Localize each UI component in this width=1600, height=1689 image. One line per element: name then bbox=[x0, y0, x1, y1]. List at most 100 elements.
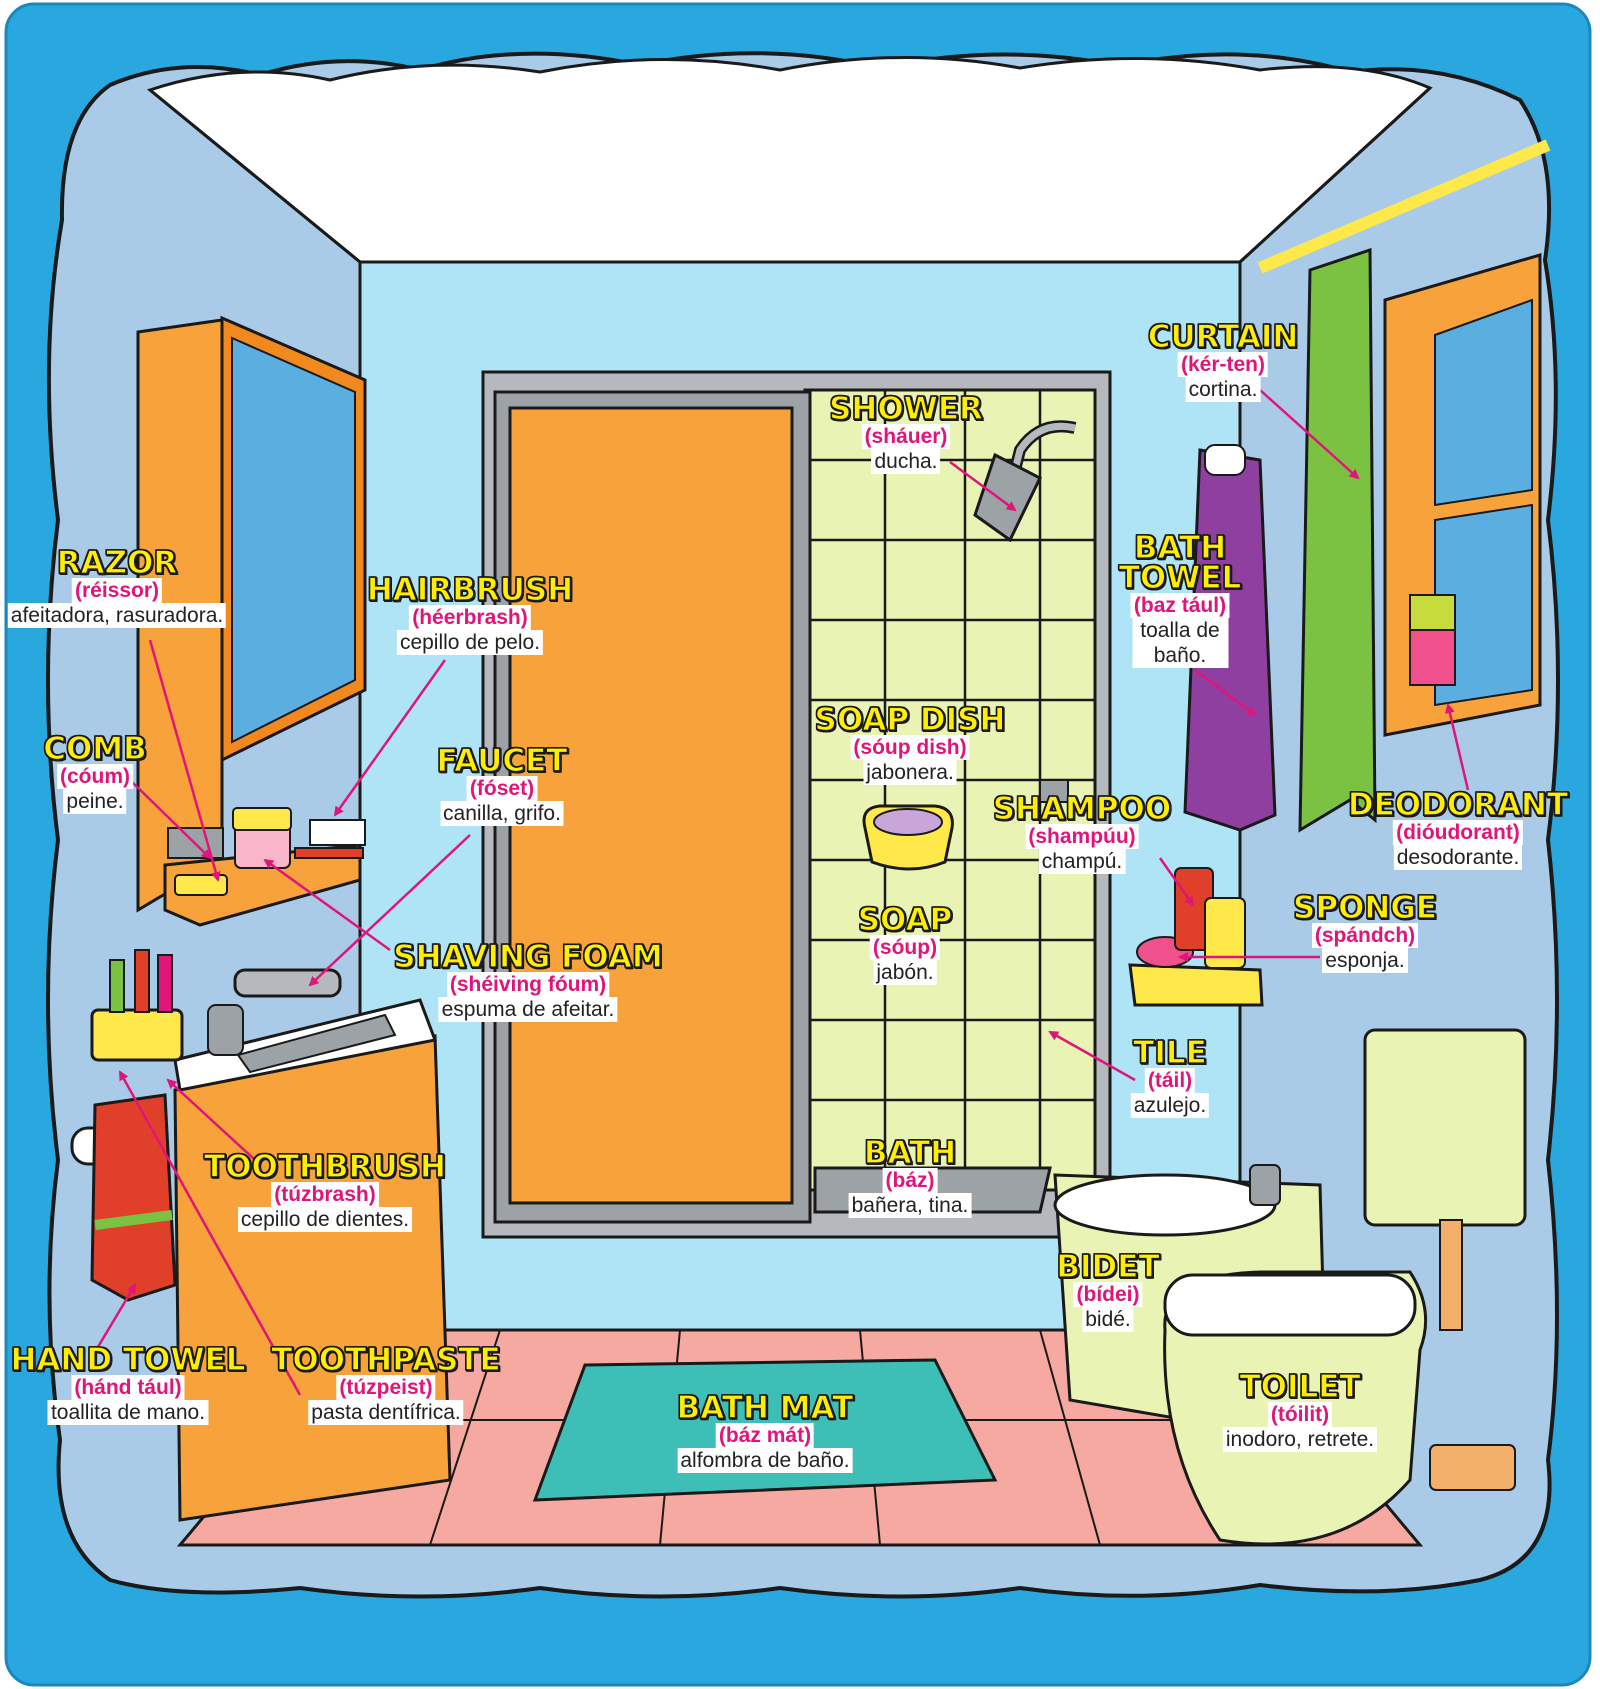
label-curtain: CURTAIN (kér-ten) cortina. bbox=[1147, 321, 1299, 402]
label-soap-spanish: jabón. bbox=[873, 960, 937, 985]
label-razor: RAZOR (réissor) afeitadora, rasuradora. bbox=[7, 545, 227, 628]
toothbrush-holder bbox=[90, 1008, 184, 1062]
arrow-shower bbox=[949, 460, 1017, 512]
label-sponge-spanish: esponja. bbox=[1322, 948, 1408, 973]
label-tile-phonetic: (táil) bbox=[1144, 1068, 1196, 1093]
label-hairbrush-english: HAIRBRUSH bbox=[366, 572, 574, 608]
arrow-faucet bbox=[308, 834, 471, 987]
arrow-hairbrush bbox=[333, 659, 447, 817]
label-tile-spanish: azulejo. bbox=[1130, 1093, 1210, 1118]
label-toothbrush-english: TOOTHBRUSH bbox=[203, 1149, 446, 1185]
sink-basin bbox=[236, 1013, 397, 1074]
label-hand-towel-spanish: toallita de mano. bbox=[47, 1400, 209, 1425]
arrow-shaving-foam bbox=[263, 858, 391, 952]
label-soap: SOAP (sóup) jabón. bbox=[857, 902, 953, 985]
arrow-comb bbox=[129, 779, 212, 860]
label-bath-mat-phonetic: (báz mát) bbox=[715, 1423, 815, 1448]
label-faucet-spanish: canilla, grifo. bbox=[440, 801, 564, 826]
mirror bbox=[231, 336, 356, 744]
label-shampoo-english: SHAMPOO bbox=[992, 791, 1172, 827]
label-bath-towel: BATH TOWEL (baz tául) toalla de baño. bbox=[1093, 532, 1268, 668]
label-deodorant: DEODORANT (dióudorant) desodorante. bbox=[1347, 787, 1569, 870]
label-comb-phonetic: (cóum) bbox=[57, 764, 133, 789]
label-razor-english: RAZOR bbox=[56, 545, 178, 581]
label-deodorant-phonetic: (dióudorant) bbox=[1393, 820, 1523, 845]
label-soap-dish-phonetic: (sóup dish) bbox=[850, 735, 970, 760]
label-toilet-english: TOILET bbox=[1239, 1369, 1361, 1405]
label-hairbrush-spanish: cepillo de pelo. bbox=[396, 630, 544, 655]
label-bath-towel-phonetic: (baz tául) bbox=[1130, 593, 1230, 618]
faucet bbox=[233, 968, 342, 998]
label-shower-english: SHOWER bbox=[828, 391, 983, 427]
label-deodorant-english: DEODORANT bbox=[1347, 787, 1569, 823]
arrow-toothbrush bbox=[166, 1078, 256, 1161]
label-sponge-phonetic: (spándch) bbox=[1311, 923, 1419, 948]
shower-head bbox=[973, 452, 1042, 543]
label-hand-towel-phonetic: (hánd tául) bbox=[71, 1375, 185, 1400]
label-shampoo-spanish: champú. bbox=[1038, 849, 1126, 874]
label-shampoo: SHAMPOO (shampúu) champú. bbox=[992, 791, 1172, 874]
label-bath-mat-spanish: alfombra de baño. bbox=[677, 1448, 853, 1473]
arrow-bath-towel bbox=[1194, 669, 1257, 717]
arrow-curtain bbox=[1259, 389, 1360, 480]
label-sponge-english: SPONGE bbox=[1292, 890, 1437, 926]
label-shower-spanish: ducha. bbox=[871, 449, 941, 474]
label-shaving-foam-phonetic: (shéiving fóum) bbox=[446, 972, 610, 997]
label-comb: COMB (cóum) peine. bbox=[43, 731, 148, 814]
label-bath: BATH (báz) bañera, tina. bbox=[848, 1137, 972, 1218]
ceiling bbox=[146, 56, 1433, 264]
label-faucet: FAUCET (fóset) canilla, grifo. bbox=[436, 743, 568, 826]
label-faucet-phonetic: (fóset) bbox=[466, 776, 538, 801]
label-tile-english: TILE bbox=[1133, 1035, 1208, 1071]
arrow-deodorant bbox=[1444, 703, 1470, 791]
label-bidet-phonetic: (bídei) bbox=[1073, 1282, 1143, 1307]
hand-towel bbox=[90, 1093, 177, 1302]
arrow-hand-towel bbox=[93, 1283, 137, 1353]
label-bath-mat: BATH MAT (báz mát) alfombra de baño. bbox=[676, 1390, 854, 1473]
label-bidet-english: BIDET bbox=[1056, 1249, 1160, 1285]
label-toilet-phonetic: (tóilit) bbox=[1267, 1402, 1333, 1427]
label-soap-english: SOAP bbox=[857, 902, 953, 938]
arrow-toothpaste bbox=[118, 1070, 302, 1396]
soap bbox=[873, 808, 943, 836]
label-toothpaste-phonetic: (túzpeist) bbox=[336, 1375, 436, 1400]
label-tile: TILE (táil) azulejo. bbox=[1130, 1035, 1210, 1118]
label-razor-spanish: afeitadora, rasuradora. bbox=[7, 603, 227, 628]
label-deodorant-spanish: desodorante. bbox=[1393, 845, 1523, 870]
label-bath-phonetic: (báz) bbox=[882, 1168, 938, 1193]
label-hand-towel-english: HAND TOWEL bbox=[10, 1342, 246, 1378]
label-soap-dish: SOAP DISH (sóup dish) jabonera. bbox=[814, 702, 1006, 785]
label-curtain-spanish: cortina. bbox=[1185, 377, 1261, 402]
arrow-shampoo bbox=[1158, 857, 1195, 907]
vanity bbox=[173, 1034, 452, 1522]
label-shower: SHOWER (sháuer) ducha. bbox=[828, 391, 984, 474]
label-shaving-foam-spanish: espuma de afeitar. bbox=[438, 997, 618, 1022]
label-soap-dish-spanish: jabonera. bbox=[863, 760, 957, 785]
shower-curtain bbox=[1298, 247, 1377, 833]
label-soap-dish-english: SOAP DISH bbox=[814, 702, 1006, 738]
label-hairbrush-phonetic: (héerbrash) bbox=[409, 605, 531, 630]
label-hand-towel: HAND TOWEL (hánd tául) toallita de mano. bbox=[10, 1342, 246, 1425]
label-bidet-spanish: bidé. bbox=[1082, 1307, 1134, 1332]
bath-towel bbox=[1183, 448, 1277, 832]
label-bath-mat-english: BATH MAT bbox=[676, 1390, 854, 1426]
label-toothpaste: TOOTHPASTE (túzpeist) pasta dentífrica. bbox=[271, 1342, 502, 1425]
arrow-razor bbox=[148, 639, 221, 882]
label-toothpaste-spanish: pasta dentífrica. bbox=[308, 1400, 464, 1425]
label-sponge: SPONGE (spándch) esponja. bbox=[1292, 890, 1438, 973]
label-comb-english: COMB bbox=[43, 731, 148, 767]
label-toothpaste-english: TOOTHPASTE bbox=[271, 1342, 502, 1378]
label-shaving-foam: SHAVING FOAM (shéiving fóum) espuma de a… bbox=[393, 941, 663, 1022]
label-toothbrush-phonetic: (túzbrash) bbox=[271, 1182, 379, 1207]
label-shower-phonetic: (sháuer) bbox=[861, 424, 951, 449]
label-toilet: TOILET (tóilit) inodoro, retrete. bbox=[1222, 1369, 1378, 1452]
arrow-tile bbox=[1048, 1030, 1136, 1082]
label-bidet: BIDET (bídei) bidé. bbox=[1056, 1249, 1160, 1332]
label-toilet-spanish: inodoro, retrete. bbox=[1222, 1427, 1378, 1452]
toilet-tank bbox=[1363, 1028, 1527, 1227]
label-faucet-english: FAUCET bbox=[436, 743, 568, 779]
label-shampoo-phonetic: (shampúu) bbox=[1025, 824, 1139, 849]
label-soap-phonetic: (sóup) bbox=[869, 935, 941, 960]
